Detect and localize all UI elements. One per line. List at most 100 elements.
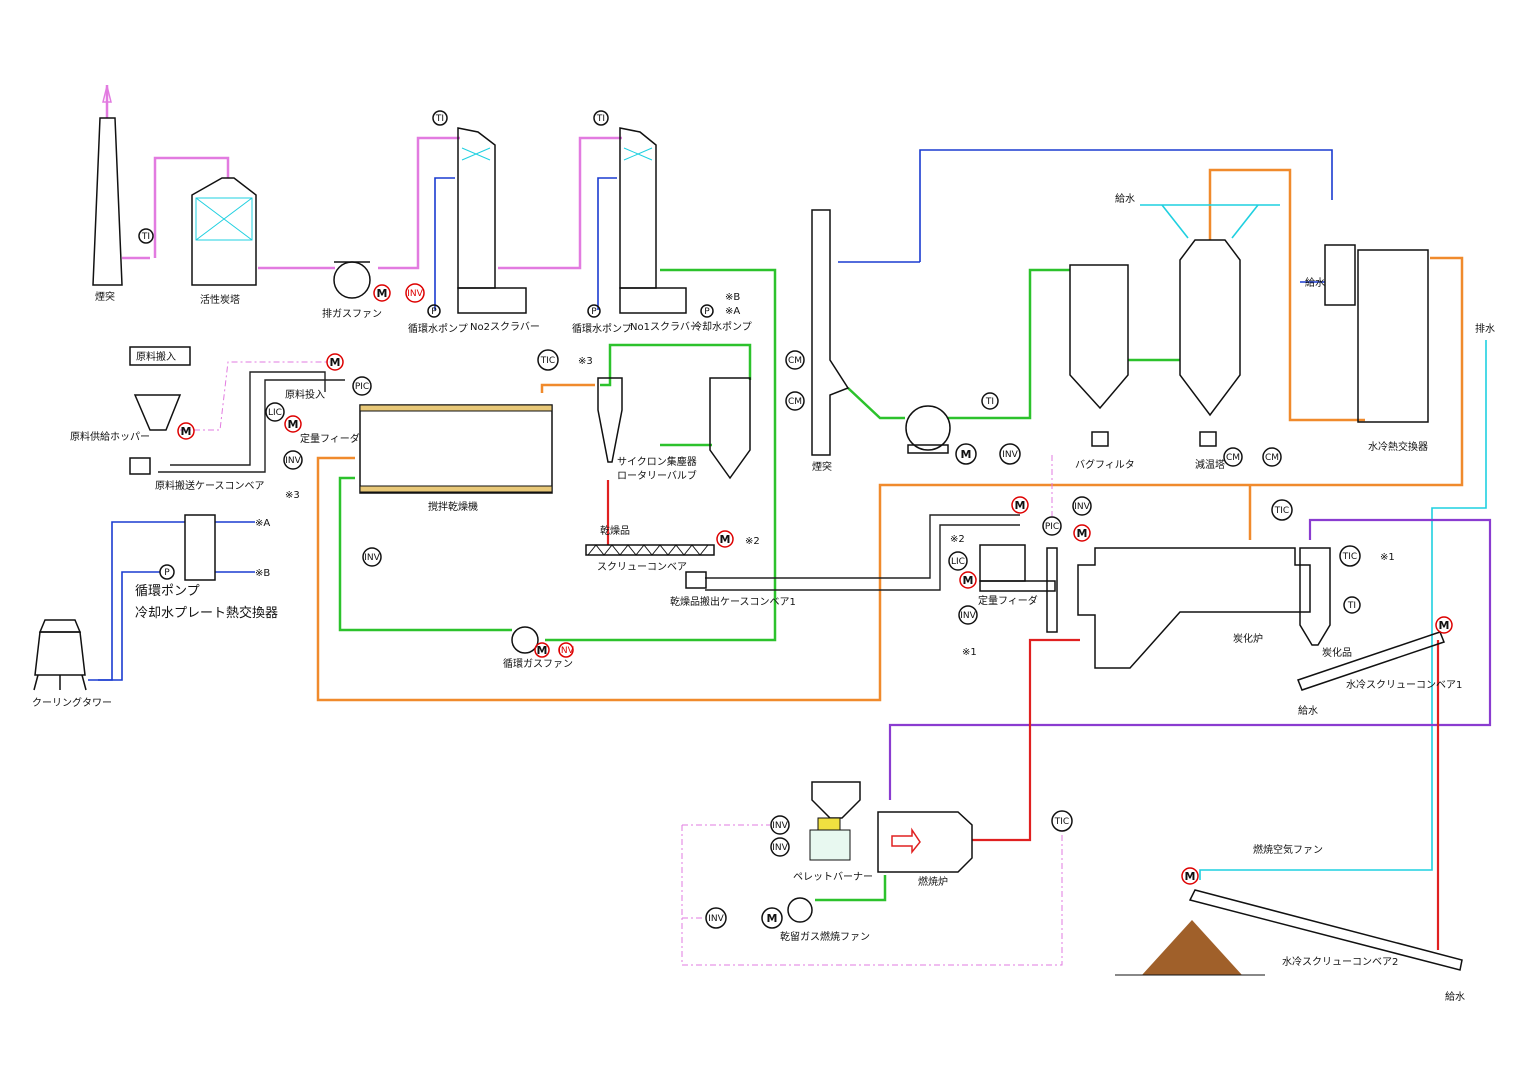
svg-text:CM: CM	[788, 397, 802, 407]
svg-text:M: M	[181, 425, 192, 438]
flue-gas-line	[606, 480, 1440, 950]
ref-2-2: ※2	[950, 534, 965, 545]
drain-label: 排水	[1475, 322, 1495, 335]
hot-gas-line	[338, 268, 1180, 902]
chimney-2	[811, 209, 850, 456]
motor-exhaust-fan: M	[373, 284, 391, 302]
raw-hopper	[129, 394, 182, 475]
pellet-burner-label: ペレットバーナー	[793, 871, 873, 883]
instrument-ti-4: TI	[981, 392, 999, 410]
svg-text:TI: TI	[435, 114, 444, 124]
dried-discharge-box	[685, 571, 707, 589]
water-line	[88, 149, 1333, 681]
water-hx-label: 水冷熱交換器	[1368, 440, 1428, 453]
pellet-burner	[809, 781, 861, 861]
inv-dry-gas-fan: INV	[705, 907, 727, 929]
ref-a-2: ※A	[255, 518, 270, 529]
svg-text:TI: TI	[1347, 601, 1356, 611]
instrument-tic-4: TIC	[1051, 810, 1073, 832]
dry-gas-fan-label: 乾留ガス燃焼ファン	[780, 930, 870, 943]
ref-1-1: ※1	[962, 647, 977, 658]
ref-2-1: ※2	[745, 536, 760, 547]
svg-text:TI: TI	[596, 114, 605, 124]
instrument-tic-3: TIC	[1339, 545, 1361, 567]
motor-carbonizer: M	[1073, 524, 1091, 542]
motor-dry-gas-fan: M	[761, 907, 783, 929]
ref-1-2: ※1	[1380, 552, 1395, 563]
heat-medium-line	[316, 168, 1464, 702]
instrument-ti-2: TI	[432, 110, 448, 126]
svg-text:M: M	[288, 418, 299, 431]
water-supply-label-1: 給水	[1115, 192, 1135, 205]
instrument-pic-2: PIC	[1042, 516, 1062, 536]
svg-text:P: P	[591, 307, 597, 317]
cyclone-label: サイクロン集塵器	[617, 455, 697, 468]
scrubber-1-label: No1スクラバー	[630, 321, 700, 333]
svg-text:CM: CM	[788, 356, 802, 366]
instrument-lic-2: LIC	[948, 551, 968, 571]
chimney-2-label: 煙突	[812, 460, 832, 473]
instrument-cm-3: CM	[1223, 447, 1243, 467]
svg-text:P: P	[704, 307, 710, 317]
svg-text:INV: INV	[708, 914, 724, 924]
carbonizer-label: 炭化炉	[1233, 632, 1263, 645]
raw-input-label: 原料搬入	[136, 350, 176, 363]
pump-p-big: P	[159, 564, 175, 580]
svg-text:TI: TI	[141, 232, 150, 242]
pump-p-1: P	[427, 304, 441, 318]
exhaust-fan-label: 排ガスファン	[322, 307, 382, 320]
pump-p-2: P	[587, 304, 601, 318]
scrubber-2-label: No2スクラバー	[470, 321, 540, 333]
screw-conveyor	[585, 544, 715, 556]
svg-text:M: M	[330, 356, 341, 369]
svg-text:INV: INV	[772, 843, 788, 853]
svg-text:M: M	[1439, 619, 1450, 632]
water-supply-label-3: 給水	[1298, 704, 1318, 717]
motor-feeder-2: M	[959, 571, 977, 589]
pump-p-3: P	[700, 304, 714, 318]
svg-text:LIC: LIC	[268, 408, 282, 418]
svg-text:LIC: LIC	[951, 557, 965, 567]
small-bag-filter	[709, 377, 751, 480]
wc-screw-1-label: 水冷スクリューコンベア1	[1346, 678, 1462, 691]
wc-screw-2-label: 水冷スクリューコンベア2	[1282, 955, 1398, 968]
raw-input-box	[129, 346, 191, 366]
raw-hopper-label: 原料供給ホッパー	[70, 430, 150, 443]
inv-main-fan: INV	[999, 443, 1021, 465]
control-signal-lines	[180, 361, 1063, 966]
gas-cooling-tower	[1179, 239, 1241, 447]
instrument-pic-1: PIC	[352, 376, 372, 396]
dry-gas-fan	[787, 897, 813, 923]
inv-feeder-1: INV	[283, 450, 303, 470]
motor-circ-gas-fan: M	[534, 642, 550, 658]
instrument-cm-4: CM	[1262, 447, 1282, 467]
instrument-cm-2: CM	[785, 391, 805, 411]
svg-text:TIC: TIC	[540, 356, 555, 366]
purple-line	[888, 518, 1492, 800]
bag-filter	[1069, 264, 1129, 447]
circ-gas-fan-label: 循環ガスファン	[503, 657, 573, 670]
svg-text:INV: INV	[285, 456, 301, 466]
svg-text:M: M	[961, 448, 972, 461]
activated-carbon-tower	[191, 177, 257, 286]
circ-pump-1-label: 循環水ポンプ	[572, 322, 632, 335]
inv-circ-gas-fan: INV	[558, 642, 575, 658]
combustion-furnace	[877, 811, 973, 873]
motor-hopper: M	[177, 422, 195, 440]
svg-text:PIC: PIC	[1045, 522, 1059, 532]
dried-product-label: 乾燥品	[600, 524, 630, 537]
instrument-tic-2: TIC	[1271, 499, 1293, 521]
svg-text:INV: INV	[364, 553, 380, 563]
circ-pump-big-label: 循環ポンプ	[135, 584, 200, 599]
plate-heat-exchanger	[184, 514, 216, 581]
svg-text:INV: INV	[558, 646, 574, 656]
dried-discharge-label: 乾燥品搬出ケースコンベア1	[670, 595, 796, 608]
cooling-tower	[33, 619, 87, 691]
svg-text:M: M	[537, 644, 548, 657]
svg-text:M: M	[720, 533, 731, 546]
ref-3-1: ※3	[285, 490, 300, 501]
combustion-furnace-label: 燃焼炉	[918, 875, 948, 888]
svg-text:CM: CM	[1265, 453, 1279, 463]
inv-burner-1: INV	[770, 815, 790, 835]
svg-text:CM: CM	[1226, 453, 1240, 463]
